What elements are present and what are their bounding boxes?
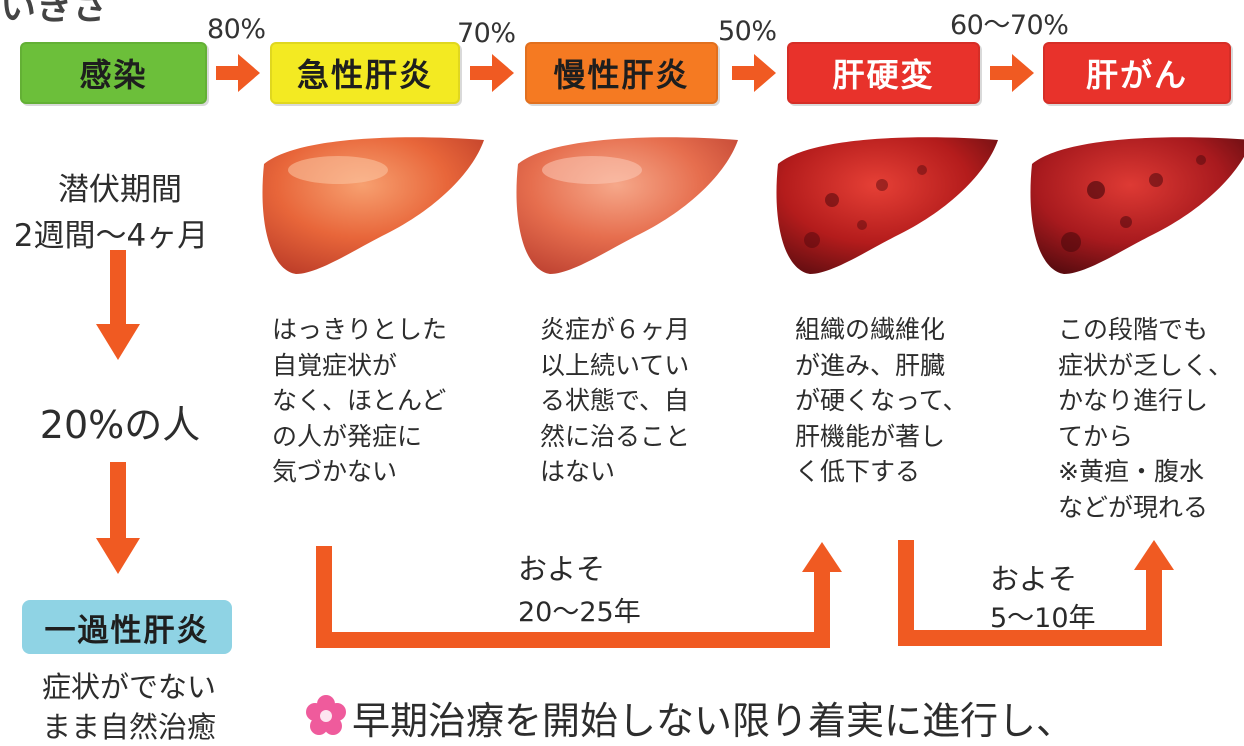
arrow-icon <box>470 54 514 92</box>
arrow-down-icon <box>96 250 140 360</box>
liver-acute-image <box>262 137 484 274</box>
duration-approx: およそ <box>518 552 606 586</box>
incubation-title: 潜伏期間 <box>58 172 182 208</box>
rate-label: 50% <box>718 16 777 47</box>
incubation-period: 2週間〜4ヶ月 <box>13 218 209 254</box>
description-cirrhosis: 組織の繊維化 が進み、肝臓 が硬くなって、 肝機能が著し く低下する <box>795 315 968 486</box>
stage-chronic-hepatitis: 慢性肝炎 <box>525 42 718 104</box>
header-partial: いきさ <box>0 0 109 28</box>
transient-note: 症状がでない <box>41 670 216 704</box>
arrow-down-icon <box>96 462 140 574</box>
rate-label: 60〜70% <box>950 10 1069 41</box>
liver-cancer-image <box>1030 137 1244 274</box>
liver-cirrhosis-image <box>776 137 998 274</box>
footer-text: 早期治療を開始しない限り着実に進行し、 <box>352 699 1075 743</box>
duration-approx: およそ <box>990 562 1078 596</box>
duration-bracket-2 <box>898 540 1174 646</box>
duration-bracket-1 <box>316 542 842 648</box>
rate-label: 80% <box>207 14 266 45</box>
stage-acute-hepatitis: 急性肝炎 <box>270 42 460 104</box>
transient-note: まま自然治癒 <box>41 710 216 744</box>
description-acute: はっきりとした 自覚症状が なく、ほとんど の人が発症に 気づかない <box>272 315 448 486</box>
liver-chronic-image <box>516 137 738 274</box>
arrow-icon <box>990 54 1034 92</box>
duration-years: 20〜25年 <box>518 597 641 628</box>
stage-liver-cancer: 肝がん <box>1043 42 1231 104</box>
description-chronic: 炎症が６ヶ月 以上続いてい る状態で、自 然に治ること はない <box>540 315 691 486</box>
duration-years: 5〜10年 <box>990 603 1096 634</box>
percent-people: 20%の人 <box>39 403 201 447</box>
arrow-icon <box>216 54 260 92</box>
flower-icon <box>306 695 346 735</box>
stage-cirrhosis: 肝硬変 <box>787 42 980 104</box>
arrow-icon <box>732 54 776 92</box>
rate-label: 70% <box>457 18 516 49</box>
stage-infection: 感染 <box>20 42 207 104</box>
description-cancer: この段階でも 症状が乏しく、 かなり進行し てから ※黄疸・腹水 などが現れる <box>1058 315 1234 522</box>
transient-hepatitis-label: 一過性肝炎 <box>22 600 232 654</box>
